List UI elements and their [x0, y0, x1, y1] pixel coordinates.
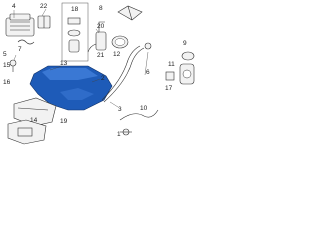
bolt-part: [9, 59, 17, 72]
callout-15: 15: [3, 62, 11, 69]
fuel-gauge-sender: [117, 5, 143, 21]
heat-shield: [13, 97, 57, 127]
evap-canister: [5, 13, 35, 37]
fuel-pump-module: [87, 21, 107, 53]
lock-ring: [111, 35, 129, 49]
callout-19: 19: [60, 118, 68, 125]
callout-21: 21: [97, 52, 105, 59]
callout-7: 7: [18, 46, 22, 53]
callout-20: 20: [97, 23, 105, 30]
callout-14: 14: [30, 117, 38, 124]
callout-16: 16: [3, 79, 11, 86]
filler-pipe: [101, 42, 152, 103]
leader-lines: [13, 8, 149, 108]
callout-13: 13: [60, 60, 68, 67]
filler-neck-housing: [165, 63, 195, 85]
callout-18: 18: [71, 6, 79, 13]
callout-10: 10: [140, 105, 148, 112]
fuel-pump-kit-box: [61, 2, 89, 62]
fuel-cap: [181, 51, 195, 61]
callout-12: 12: [113, 51, 121, 58]
callout-1: 1: [117, 131, 121, 138]
callout-4: 4: [12, 3, 16, 10]
lower-assembly: [7, 119, 47, 145]
callout-6: 6: [146, 69, 150, 76]
callout-22: 22: [40, 3, 48, 10]
callout-5: 5: [3, 51, 7, 58]
callout-11: 11: [168, 61, 175, 68]
callout-17: 17: [165, 85, 173, 92]
fuel-tank: [29, 65, 113, 111]
callout-3: 3: [118, 106, 122, 113]
fuel-system-parts-diagram: 4 22 7 18 8 20 21 12 5 15 16 9 13 2 6 11…: [3, 2, 195, 145]
callout-9: 9: [183, 40, 187, 47]
bracket-part: [37, 15, 51, 29]
callout-8: 8: [99, 5, 103, 12]
vent-tube: [119, 109, 159, 121]
check-valve: [120, 128, 132, 136]
clip-part: [17, 39, 35, 45]
callout-2: 2: [101, 75, 105, 82]
